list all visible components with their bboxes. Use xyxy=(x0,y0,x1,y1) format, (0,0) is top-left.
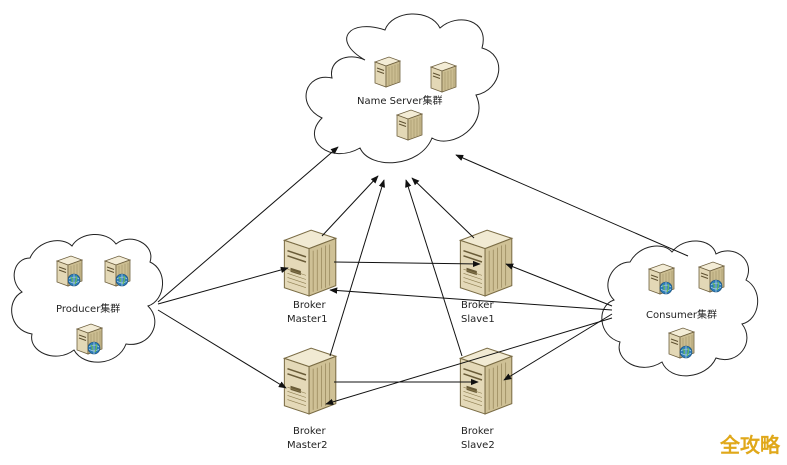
arrow-consumer-to-master1 xyxy=(329,287,613,311)
broker-slave2-server xyxy=(459,347,513,415)
slave2-label-line2: Slave2 xyxy=(461,440,495,451)
producer-server-1 xyxy=(57,256,82,286)
nameserver-cloud xyxy=(305,13,500,164)
broker-slave1-server xyxy=(459,229,513,297)
arrow-producer-to-master2 xyxy=(157,309,287,389)
consumer-server-3 xyxy=(669,328,694,358)
master1-label-line2: Master1 xyxy=(287,314,328,325)
slave2-label-line1: Broker xyxy=(461,426,494,437)
watermark: 全攻略 xyxy=(719,433,781,457)
master1-label-line1: Broker xyxy=(293,300,326,311)
arrow-consumer-to-slave2 xyxy=(503,313,613,381)
nameserver-server-1 xyxy=(374,56,401,88)
consumer-label: Consumer集群 xyxy=(646,308,717,321)
producer-server-2 xyxy=(105,256,130,286)
arrow-master1-to-slave1 xyxy=(333,260,481,268)
nameserver-server-2 xyxy=(430,61,457,93)
nameserver-label: Name Server集群 xyxy=(357,94,442,107)
slave1-label-line2: Slave1 xyxy=(461,314,495,325)
arrow-consumer-to-master2 xyxy=(325,317,613,405)
connections xyxy=(157,146,689,405)
producer-label: Producer集群 xyxy=(56,302,120,315)
master2-label-line1: Broker xyxy=(293,426,326,437)
slave1-label-line1: Broker xyxy=(461,300,494,311)
broker-master1-server xyxy=(283,229,337,297)
arrow-master2-to-nameserver xyxy=(329,179,385,357)
producer-server-3 xyxy=(77,324,102,354)
arrow-consumer-to-nameserver xyxy=(455,154,689,257)
arrow-slave2-to-nameserver xyxy=(405,179,463,357)
arrow-consumer-to-slave1 xyxy=(505,263,613,307)
arrow-slave1-to-nameserver xyxy=(411,177,475,239)
consumer-server-1 xyxy=(649,264,674,294)
broker-master2-server xyxy=(283,347,337,415)
consumer-server-2 xyxy=(699,262,724,292)
nameserver-server-3 xyxy=(396,109,423,141)
arrow-master1-to-nameserver xyxy=(321,175,379,237)
arrow-producer-to-master1 xyxy=(157,266,289,305)
master2-label-line2: Master2 xyxy=(287,440,328,451)
arrow-producer-to-nameserver xyxy=(157,146,339,303)
